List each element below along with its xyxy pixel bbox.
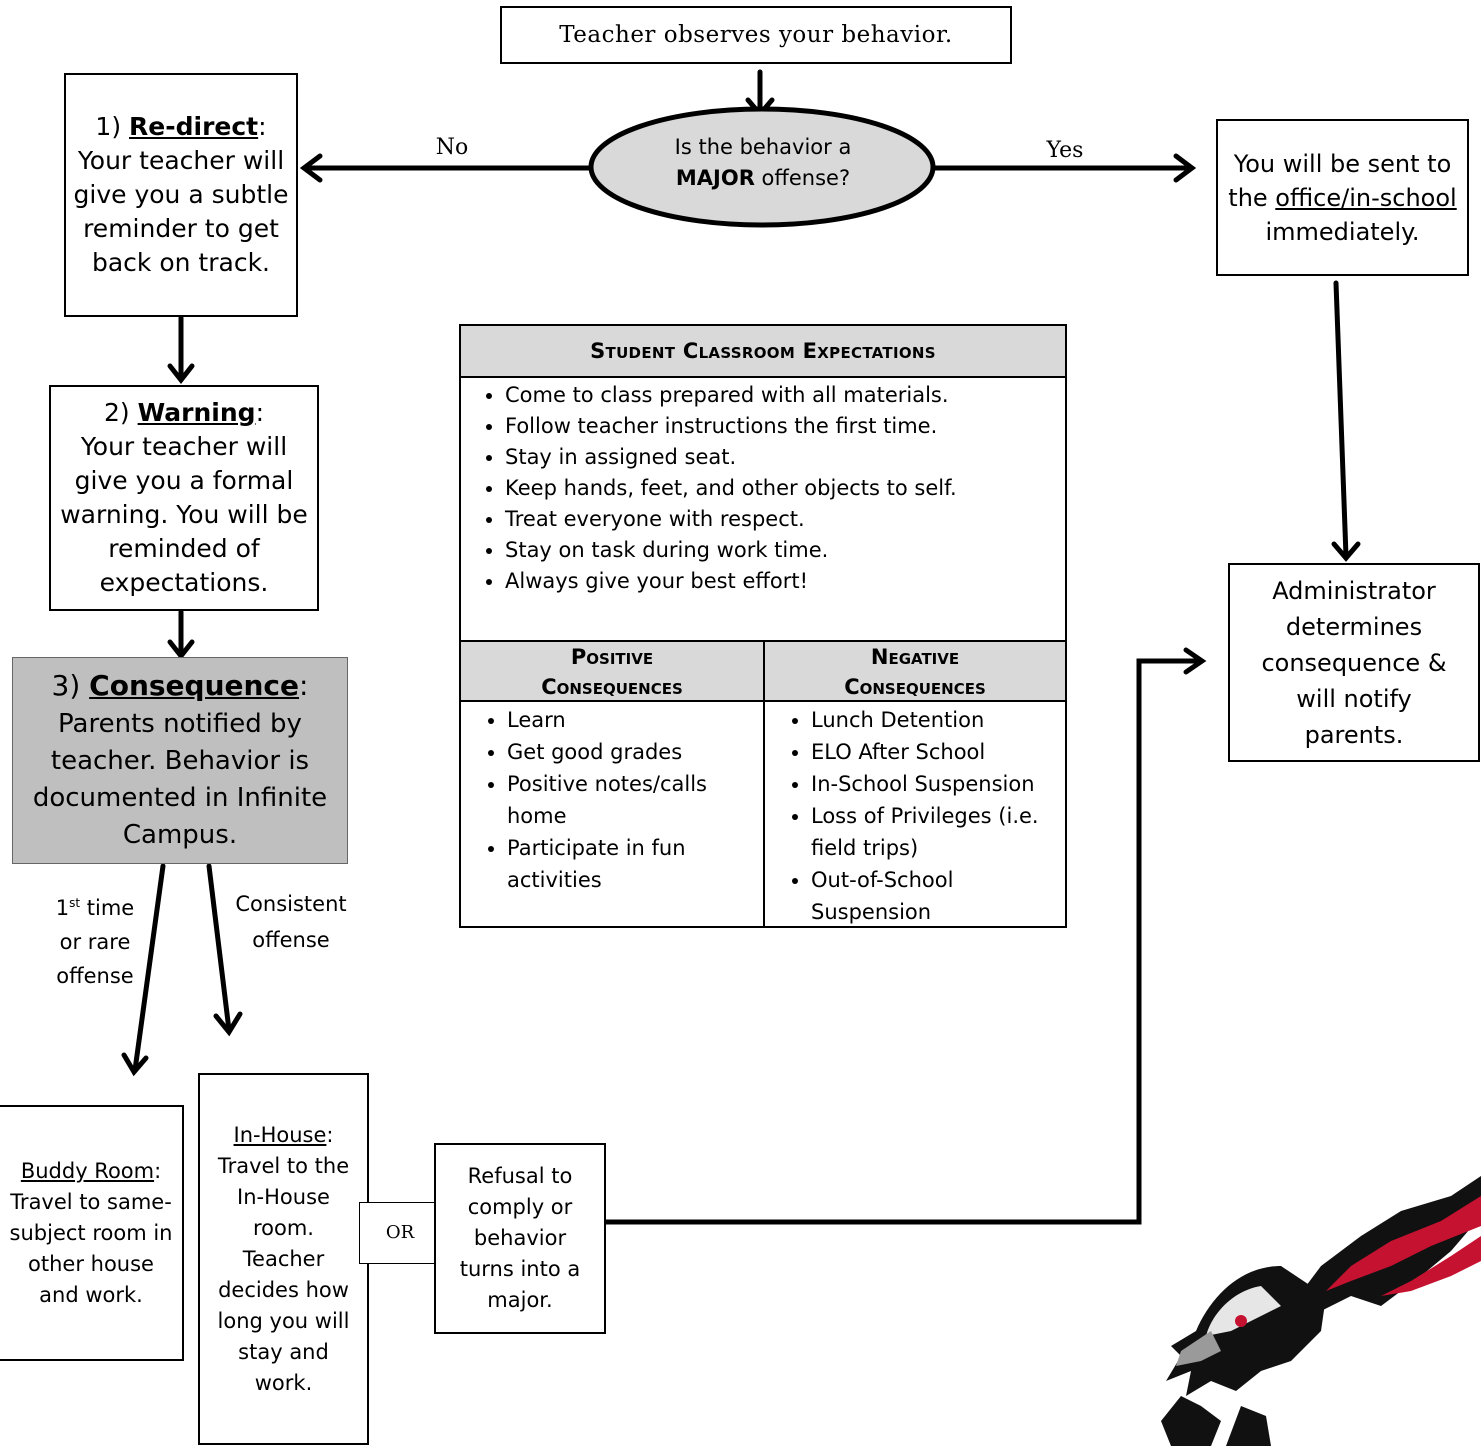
or-box: OR [359,1202,441,1264]
decision-rest: offense? [754,166,851,190]
first-time-number: 1 [55,896,70,920]
step2-colon: : [255,398,264,427]
negative-item: In-School Suspension [811,768,1061,800]
step1-title: Re-direct [129,112,259,141]
decision-bold: MAJOR [675,166,755,190]
negative-title: Negative Consequences [765,642,1065,702]
observe-text: Teacher observes your behavior. [559,21,953,48]
step1-body: Your teacher will give you a subtle remi… [73,146,289,277]
negative-item: Loss of Privileges (i.e. field trips) [811,800,1061,864]
positive-item: Participate in fun activities [507,832,759,896]
positive-title: Positive Consequences [461,642,763,702]
positive-item: Get good grades [507,736,759,768]
step3-consequence-box: 3) Consequence: Parents notified by teac… [12,657,348,864]
negative-column: Negative Consequences Lunch Detention EL… [763,642,1065,928]
step2-warning-box: 2) Warning: Your teacher will give you a… [49,385,319,611]
in-house-title: In-House [233,1122,327,1147]
expectation-item: Keep hands, feet, and other objects to s… [505,473,1065,504]
arrow-to-inhouse [206,863,232,1033]
arrowhead-admin [1331,541,1361,562]
or-label: OR [385,1222,415,1244]
expectation-item: Always give your best effort! [505,566,1065,597]
arrowhead-buddy [121,1052,149,1077]
buddy-room-colon: : [154,1158,162,1183]
positive-item: Positive notes/calls home [507,768,759,832]
administrator-text: Administrator determines consequence & w… [1261,576,1447,749]
step2-title: Warning [137,398,256,427]
arrowhead-inhouse [213,1011,243,1037]
refusal-box: Refusal to comply or behavior turns into… [434,1143,606,1334]
consequence-columns: Positive Consequences Learn Get good gra… [461,640,1065,928]
consistent-label: Consistent offense [235,892,347,952]
no-label: No [435,135,469,160]
positive-item: Learn [507,704,759,736]
arrow-to-buddy [132,863,166,1073]
step1-number: 1) [95,112,130,141]
office-box: You will be sent to the office/in-school… [1216,119,1469,276]
expectation-item: Stay in assigned seat. [505,442,1065,473]
step3-number: 3) [51,669,90,702]
buddy-room-box: Buddy Room: Travel to same-subject room … [0,1105,184,1361]
hawk-mascot-icon [1161,1176,1481,1446]
yes-label: Yes [1046,138,1084,163]
first-time-sup: st [69,896,81,910]
arrowhead-no [299,153,323,183]
decision-text: Is the behavior a MAJOR offense? [640,132,886,194]
arrowhead-step2 [167,363,195,385]
expectations-title: Student Classroom Expectations [461,326,1065,378]
expectations-list: Come to class prepared with all material… [461,378,1065,640]
arrowhead-yes [1173,153,1197,183]
step2-body: Your teacher will give you a formal warn… [60,432,308,597]
positive-list: Learn Get good grades Positive notes/cal… [461,702,763,896]
refusal-text: Refusal to comply or behavior turns into… [459,1164,581,1312]
arrow-refusal-to-admin [603,658,1203,1225]
observe-box: Teacher observes your behavior. [500,6,1012,64]
negative-item: Out-of-School Suspension [811,864,1061,928]
step1-redirect-box: 1) Re-direct: Your teacher will give you… [64,73,298,317]
step3-colon: : [299,669,309,702]
expectation-item: Stay on task during work time. [505,535,1065,566]
administrator-box: Administrator determines consequence & w… [1228,563,1480,762]
in-house-body: Travel to the In-House room. Teacher dec… [217,1153,350,1395]
expectation-item: Follow teacher instructions the first ti… [505,411,1065,442]
step1-colon: : [258,112,267,141]
first-time-label: 1st time or rare offense [44,886,146,993]
negative-item: Lunch Detention [811,704,1061,736]
first-time-text: time or rare offense [56,896,135,988]
office-text-pre: You will be sent to the [1228,149,1452,212]
decision-ellipse [588,106,936,228]
step3-title: Consequence [89,669,300,702]
in-house-box: In-House: Travel to the In-House room. T… [198,1073,369,1445]
expectation-item: Come to class prepared with all material… [505,380,1065,411]
decision-line1: Is the behavior a [674,135,852,159]
arrow-office-to-admin [1333,280,1349,559]
office-text-post: immediately. [1265,217,1420,246]
step2-number: 2) [104,398,138,427]
in-house-colon: : [326,1122,334,1147]
negative-list: Lunch Detention ELO After School In-Scho… [765,702,1065,928]
buddy-room-body: Travel to same-subject room in other hou… [9,1189,173,1307]
arrowhead-admin-2 [1183,647,1207,675]
buddy-room-title: Buddy Room [20,1158,155,1183]
positive-column: Positive Consequences Learn Get good gra… [461,642,763,928]
expectations-table: Student Classroom Expectations Come to c… [459,324,1067,928]
office-destination: office/in-school [1275,183,1457,212]
step3-body: Parents notified by teacher. Behavior is… [32,709,328,850]
negative-item: ELO After School [811,736,1061,768]
expectation-item: Treat everyone with respect. [505,504,1065,535]
arrowhead-step3 [167,639,195,661]
